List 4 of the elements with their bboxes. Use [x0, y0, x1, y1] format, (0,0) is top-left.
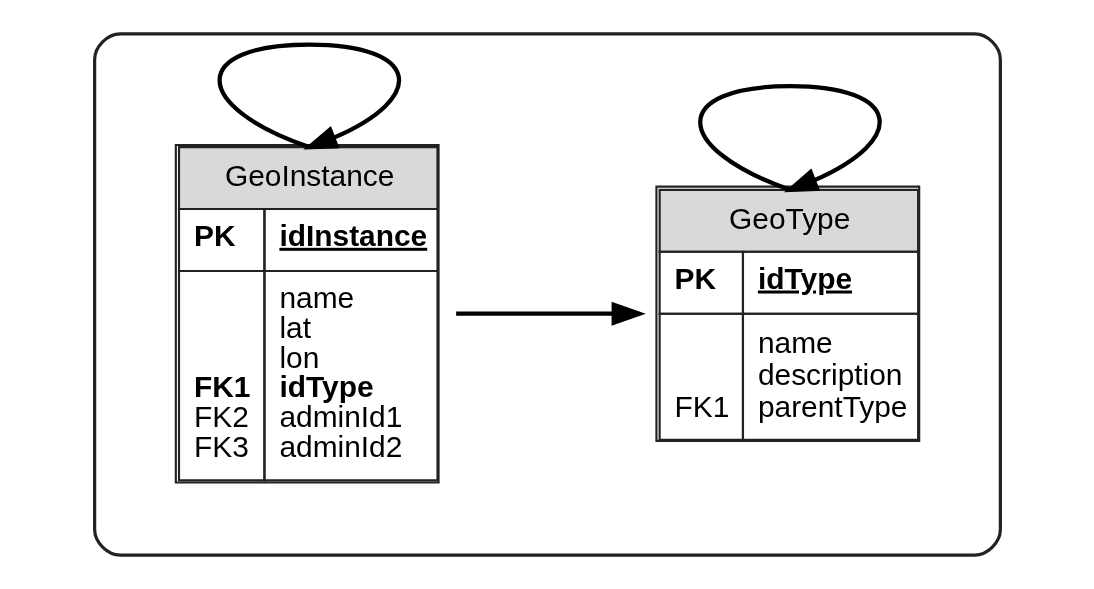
arrow [697, 84, 881, 193]
arrow [217, 42, 401, 150]
arrow [455, 301, 646, 326]
cluster [92, 32, 1002, 557]
